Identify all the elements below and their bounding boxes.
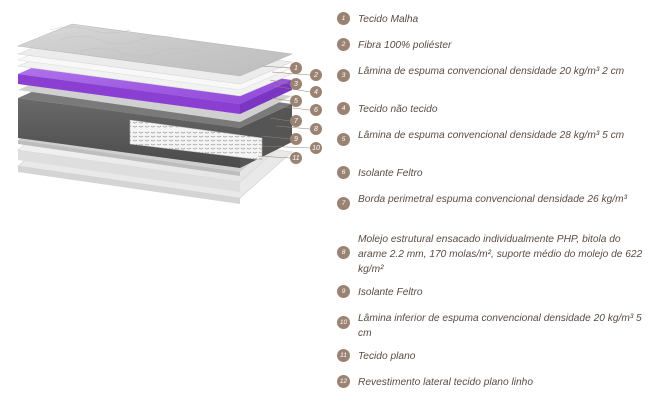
diagram-badges: 1 2 3 4 5 6 7 8 9 10 11 (290, 62, 322, 164)
legend-number-badge: 1 (337, 12, 350, 25)
legend-number-badge: 11 (337, 349, 350, 362)
legend-item: 8 Molejo estrutural ensacado individualm… (337, 232, 647, 277)
diagram-number-label: 4 (314, 89, 318, 96)
diagram-number-label: 6 (314, 107, 318, 114)
legend-item: 12 Revestimento lateral tecido plano lin… (337, 375, 647, 390)
legend-item: 1 Tecido Malha (337, 12, 647, 27)
legend-item: 11 Tecido plano (337, 349, 647, 364)
mattress-layers-illustration: 1 2 3 4 5 6 7 8 9 10 11 (16, 23, 322, 204)
diagram-number-label: 1 (294, 65, 298, 72)
legend-text: Isolante Feltro (358, 168, 423, 179)
legend-number-badge: 9 (337, 285, 350, 298)
legend-item: 9 Isolante Feltro (337, 285, 647, 300)
diagram-number-badge (290, 62, 302, 74)
legend-number-badge: 8 (337, 246, 350, 259)
legend-number-badge: 7 (337, 197, 350, 210)
legend-text: Fibra 100% poliéster (358, 40, 452, 51)
legend-item: 3 Lâmina de espuma convencional densidad… (337, 64, 647, 82)
diagram-number-label: 3 (294, 81, 298, 88)
legend-text: Revestimento lateral tecido plano linho (358, 377, 533, 388)
diagram-number-label: 11 (292, 155, 299, 162)
diagram-number-badge (310, 104, 322, 116)
diagram-number-badge (290, 95, 302, 107)
legend-item: 4 Tecido não tecido (337, 102, 647, 117)
diagram-number-label: 5 (294, 98, 298, 105)
diagram-number-badge (290, 133, 302, 145)
legend-text: Tecido não tecido (358, 104, 438, 115)
legend-item: 5 Lâmina de espuma convencional densidad… (337, 128, 647, 146)
legend-item: 6 Isolante Feltro (337, 166, 647, 181)
diagram-number-label: 7 (294, 118, 299, 125)
diagram-number-badge (310, 86, 322, 98)
legend-number-badge: 10 (337, 316, 350, 329)
legend-text: Tecido plano (358, 351, 416, 362)
legend-text: Borda perimetral espuma convencional den… (358, 194, 627, 205)
legend-number-badge: 4 (337, 102, 350, 115)
legend-text: Lâmina inferior de espuma convencional d… (358, 313, 642, 339)
diagram-number-badge (310, 142, 322, 154)
legend-item: 7 Borda perimetral espuma convencional d… (337, 192, 647, 210)
diagram-number-badge (290, 152, 302, 164)
legend-text: Isolante Feltro (358, 287, 423, 298)
legend-text: Tecido Malha (358, 14, 419, 25)
diagram-number-badge (310, 123, 322, 135)
legend-text: Lâmina de espuma convencional densidade … (358, 130, 625, 141)
legend-item: 10 Lâmina inferior de espuma convenciona… (337, 311, 647, 341)
diagram-number-label: 9 (294, 136, 298, 143)
legend-number-badge: 3 (337, 69, 350, 82)
layer-knit-top (16, 23, 294, 77)
legend-text: Lâmina de espuma convencional densidade … (358, 66, 625, 77)
diagram-number-badge (290, 78, 302, 90)
legend-number-badge: 5 (337, 133, 350, 146)
leader-lines (257, 65, 311, 159)
legend-text: Molejo estrutural ensacado individualmen… (358, 234, 643, 275)
diagram-number-badge (290, 115, 302, 127)
diagram-number-label: 8 (314, 126, 318, 133)
diagram-number-badge (310, 69, 322, 81)
legend-number-badge: 12 (337, 375, 350, 388)
legend-item: 2 Fibra 100% poliéster (337, 38, 647, 53)
legend-number-badge: 6 (337, 166, 350, 179)
diagram-number-label: 2 (313, 72, 318, 79)
legend-number-badge: 2 (337, 38, 350, 51)
diagram-number-label: 10 (312, 145, 320, 152)
